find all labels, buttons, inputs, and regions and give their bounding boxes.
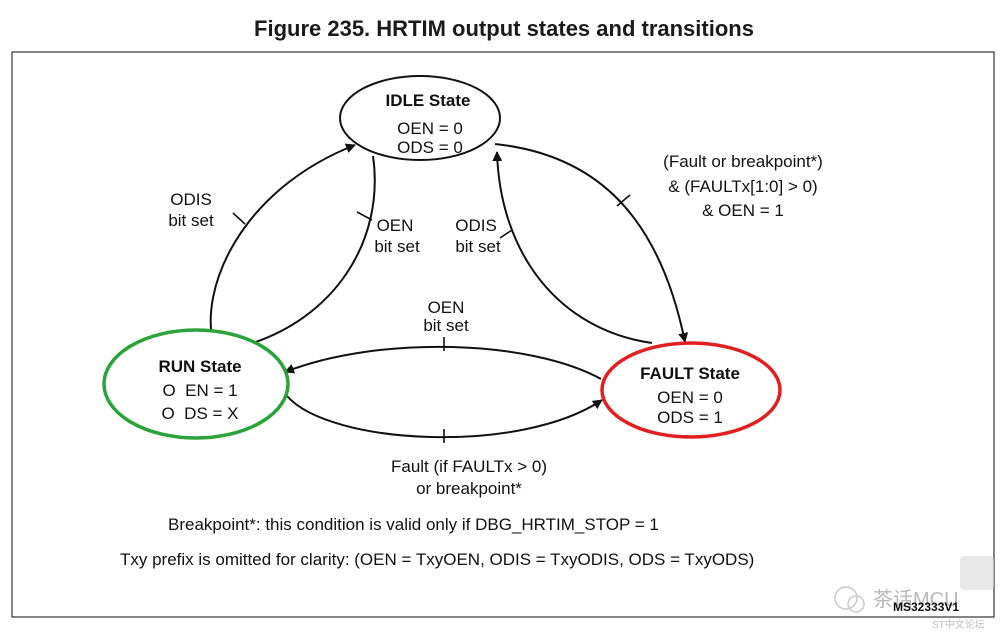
label-fault-to-run-2: bit set <box>423 316 469 335</box>
fault-state-oen: OEN = 0 <box>657 388 723 407</box>
arrow-run-to-idle <box>209 143 356 347</box>
figure-title: Figure 235. HRTIM output states and tran… <box>254 16 754 41</box>
label-fault-to-run-1: OEN <box>428 298 465 317</box>
label-run-to-idle-2: bit set <box>168 211 214 230</box>
label-idle-to-run-1: OEN <box>377 216 414 235</box>
tick-fault-to-idle <box>499 229 513 239</box>
label-idle-to-fault-3: & OEN = 1 <box>702 201 784 220</box>
tick-run-to-idle <box>232 212 246 225</box>
fault-state-name: FAULT State <box>640 364 740 383</box>
label-run-to-idle-1: ODIS <box>170 190 212 209</box>
arrow-fault-to-idle <box>492 151 653 344</box>
label-fault-to-idle-2: bit set <box>455 237 501 256</box>
label-run-to-fault-1: Fault (if FAULTx > 0) <box>391 457 547 476</box>
run-state: RUN State O EN = 1 O DS = X <box>102 328 290 440</box>
label-idle-to-run-2: bit set <box>374 237 420 256</box>
arrow-run-to-fault <box>286 395 603 439</box>
arrow-fault-to-run <box>284 345 602 380</box>
tick-idle-to-run <box>356 211 373 221</box>
arrow-idle-to-fault <box>494 143 689 343</box>
wechat-watermark: 茶话MCU <box>834 586 959 613</box>
run-state-ods: O DS = X <box>162 404 239 423</box>
arrow-idle-to-run <box>242 155 376 349</box>
idle-state: IDLE State OEN = 0 ODS = 0 <box>339 75 501 161</box>
fault-state-ods: ODS = 1 <box>657 408 723 427</box>
figure-frame <box>11 51 995 618</box>
label-run-to-fault-2: or breakpoint* <box>416 479 522 498</box>
note-prefix: Txy prefix is omitted for clarity: (OEN … <box>120 550 754 569</box>
label-fault-to-idle-1: ODIS <box>455 216 497 235</box>
fault-state: FAULT State OEN = 0 ODS = 1 <box>600 341 782 439</box>
watermark-badge <box>960 556 994 590</box>
idle-state-oen: OEN = 0 <box>397 119 463 138</box>
label-idle-to-fault-2: & (FAULTx[1:0] > 0) <box>668 177 817 196</box>
watermark-text: 茶话MCU <box>873 588 959 611</box>
idle-state-name: IDLE State <box>385 91 470 110</box>
tick-idle-to-fault <box>616 194 631 207</box>
wechat-icon <box>834 586 858 610</box>
label-idle-to-fault-1: (Fault or breakpoint*) <box>663 152 823 171</box>
watermark-subtext: ST中文论坛 <box>932 618 985 631</box>
idle-state-ods: ODS = 0 <box>397 138 463 157</box>
run-state-name: RUN State <box>158 357 241 376</box>
note-breakpoint: Breakpoint*: this condition is valid onl… <box>168 515 659 534</box>
figure-code: MS32333V1 <box>893 600 959 614</box>
run-state-oen: O EN = 1 <box>162 381 237 400</box>
